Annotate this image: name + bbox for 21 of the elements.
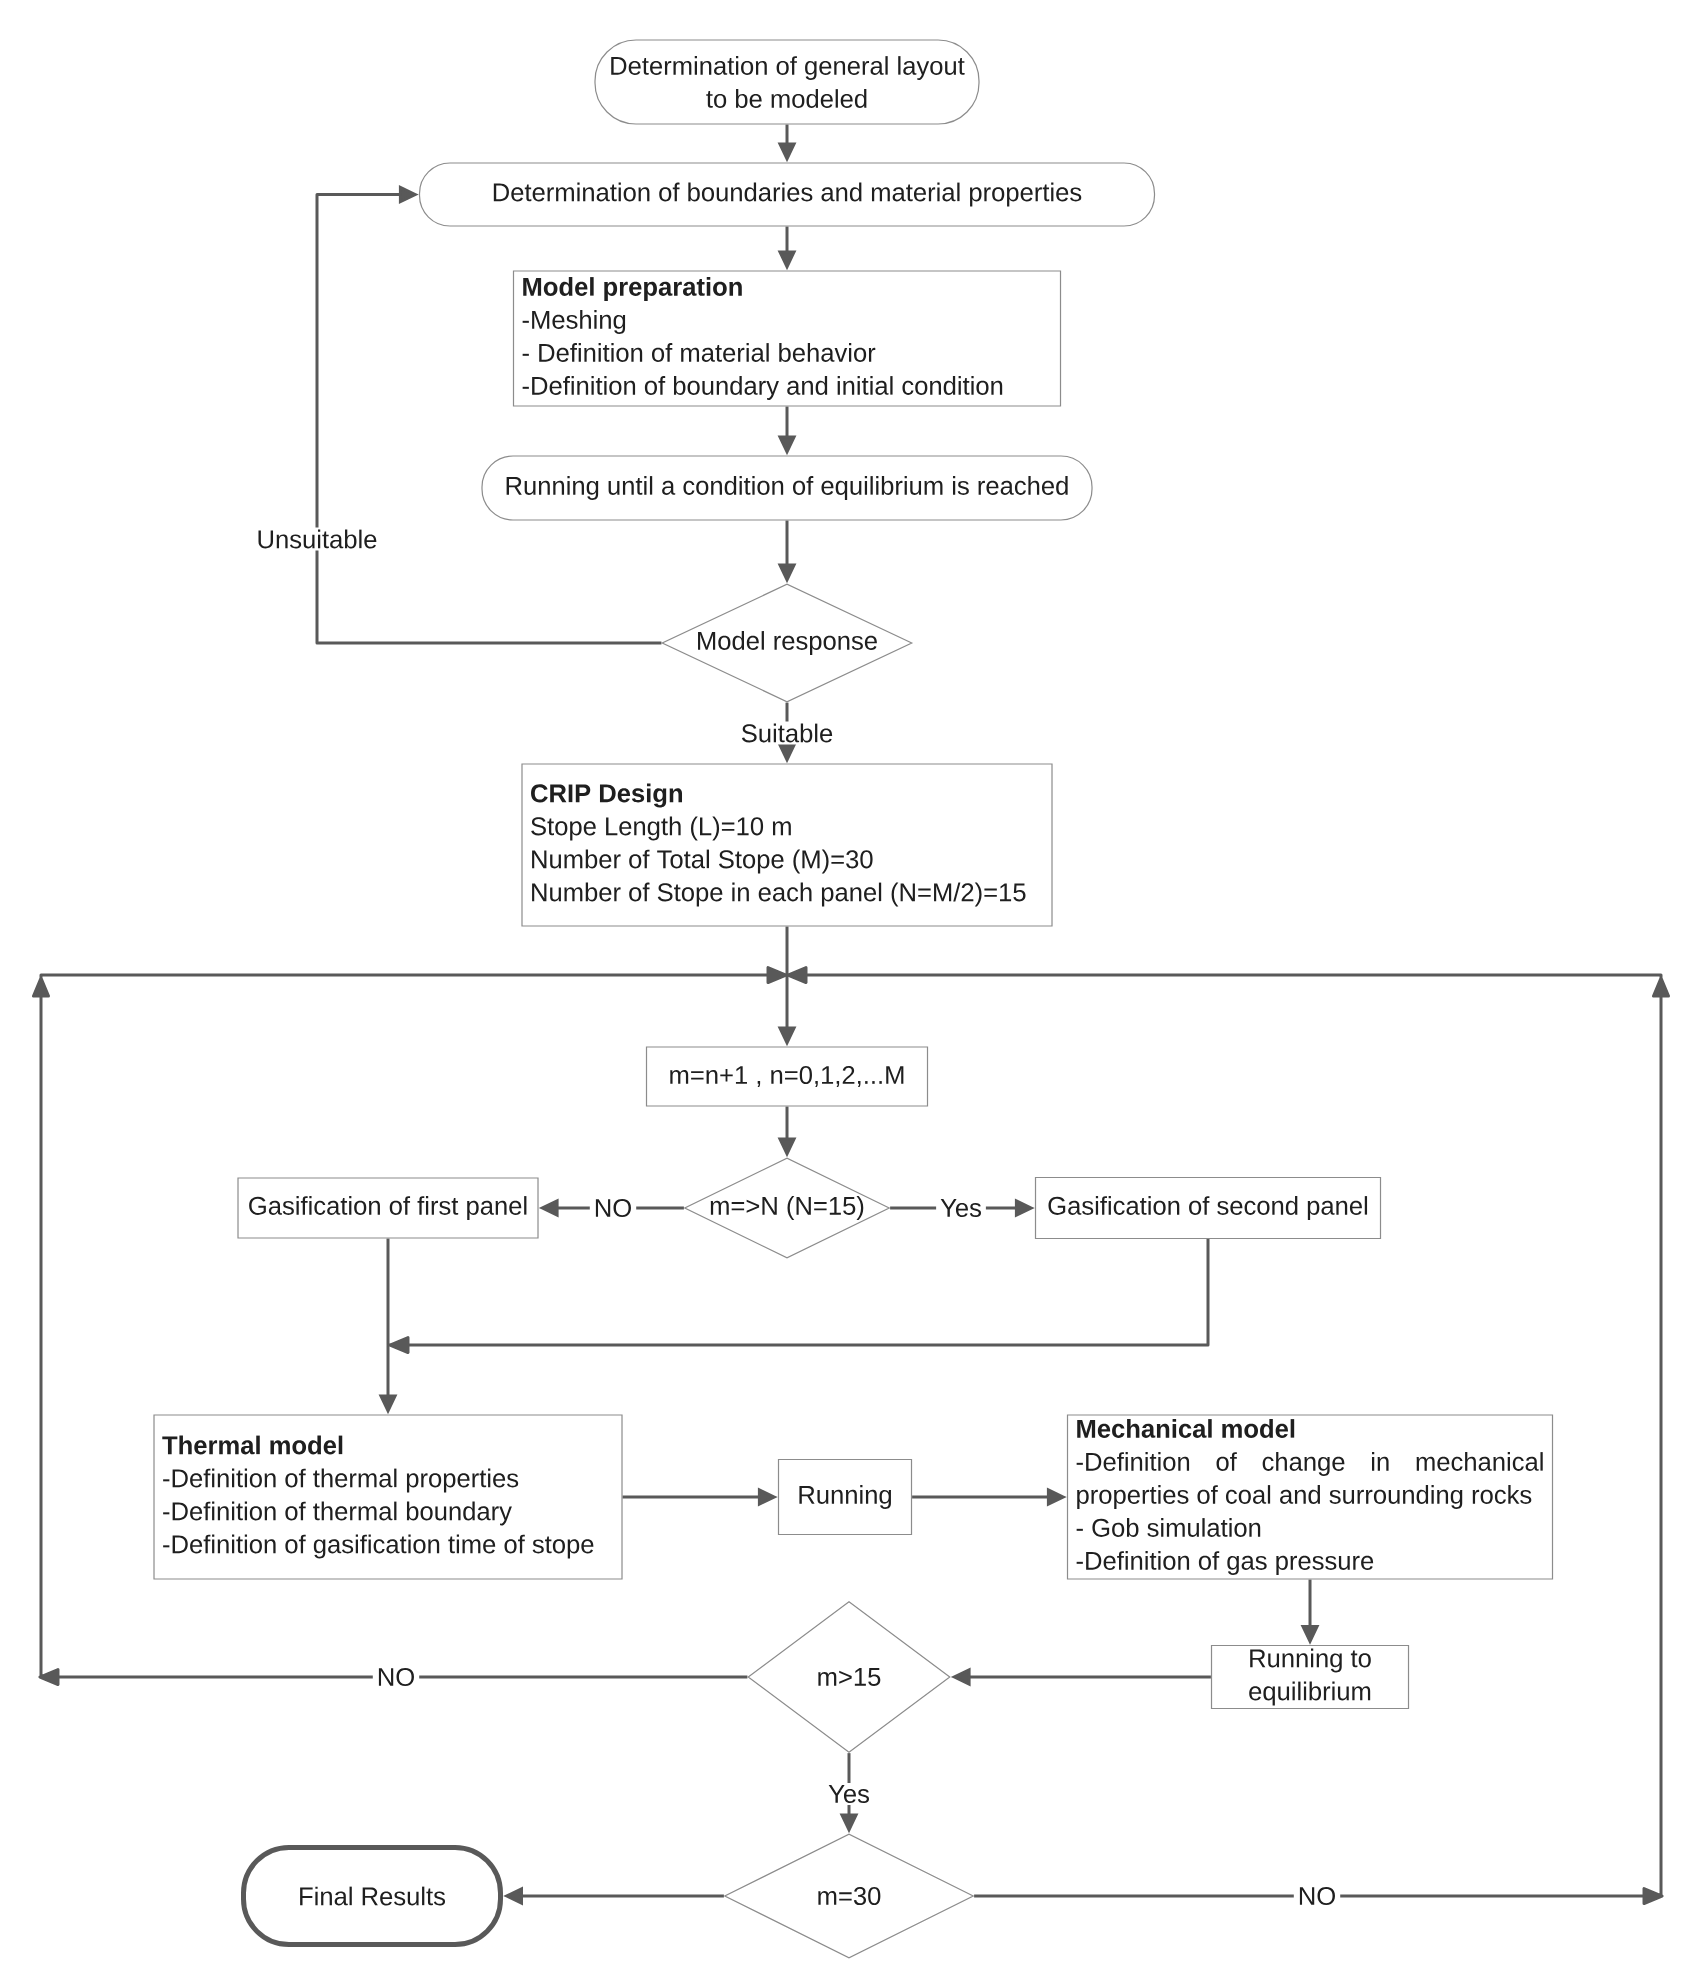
edge-label: Suitable (736, 721, 838, 745)
arrow (315, 185, 662, 645)
process-box: Running to equilibrium (1210, 1644, 1410, 1710)
process-box: Running (777, 1458, 913, 1536)
edge-label: NO (372, 1665, 420, 1689)
process-box: Mechanical model -Definition of change in mechanical properties of coal and surrounding rocks - Gob simulation -Definition of gas pressure (1066, 1414, 1554, 1580)
edge-label: NO (589, 1196, 637, 1220)
edge-label: Yes (936, 1197, 986, 1219)
edge-label: Yes (824, 1783, 874, 1805)
process-box: Model preparation -Meshing - Definition of material behavior -Definition of boundary and initial condition (512, 270, 1062, 407)
rounded-box: Determination of general layout to be modeled (594, 39, 980, 125)
process-box: Gasification of second panel (1034, 1176, 1382, 1240)
terminal-box: Final Results (241, 1845, 503, 1947)
rounded-box: Running until a condition of equilibrium is reached (481, 455, 1093, 521)
process-box: m=n+1 , n=0,1,2,...M (645, 1046, 929, 1107)
process-box: Thermal model -Definition of thermal properties -Definition of thermal boundary -Definition of gasification time of stope (153, 1414, 623, 1580)
edge-label: NO (1293, 1884, 1341, 1908)
process-box: Gasification of first panel (237, 1177, 539, 1239)
edge-label: Unsuitable (252, 527, 382, 551)
rounded-box: Determination of boundaries and material properties (418, 162, 1156, 227)
process-box: CRIP Design Stope Length (L)=10 m Number of Total Stope (M)=30 Number of Stope in each panel (N=M/2)=15 (521, 763, 1053, 927)
